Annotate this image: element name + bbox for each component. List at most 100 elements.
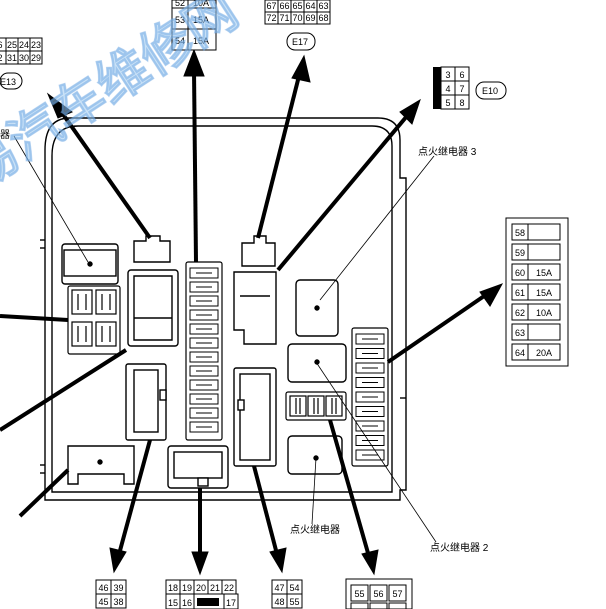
tl-cell: [29, 50, 43, 65]
tr-pin: 66: [279, 1, 289, 11]
bb-pin: 19: [182, 583, 192, 593]
fuse-number: 61: [515, 288, 525, 298]
bb-pin: 18: [168, 583, 178, 593]
tl-pin: 2: [0, 53, 3, 63]
ignition-relay-3: [295, 279, 339, 337]
bd-pin: 57: [392, 589, 402, 599]
label-ignition-relay-3: 点火继电器 3: [418, 145, 477, 158]
e10-pin: 4: [445, 84, 450, 94]
mini-fuse-block-right: [285, 391, 347, 421]
fuse-amp-cell: [527, 263, 561, 281]
fuse-amp-cell: [527, 283, 561, 301]
fuse-number: 64: [515, 348, 525, 358]
bc-pin: 48: [274, 597, 284, 607]
connector-grid-bottom-a: 46 39 45 38: [95, 579, 127, 609]
fuse-num-54: 54: [175, 36, 185, 46]
bd-cell: [369, 584, 388, 602]
small-relay-top-right: [241, 235, 276, 267]
tl-pin: 25: [7, 40, 17, 50]
e10-cell: [454, 94, 470, 110]
fuse-ampere: 15A: [536, 288, 552, 298]
bd-pin: 55: [354, 589, 364, 599]
tl-pin: 30: [19, 53, 29, 63]
fuse-amp-cell: [527, 223, 561, 241]
tr-pin: 65: [292, 1, 302, 11]
tl-pin: 31: [7, 53, 17, 63]
fuse-number: 58: [515, 228, 525, 238]
tr-cell: [316, 11, 331, 25]
e10-pin: 8: [459, 98, 464, 108]
connector-label-e13: E13: [0, 77, 16, 87]
bc-pin: 47: [274, 583, 284, 593]
bb-pin: 22: [224, 583, 234, 593]
connector-grid-bottom-d: 55 56 57: [345, 578, 413, 609]
connector-label-e17: E17: [292, 37, 308, 47]
bc-pin: 54: [289, 583, 299, 593]
bb-pin: 15: [168, 598, 178, 608]
tl-pin: 29: [31, 53, 41, 63]
fuse-strip-center: [185, 261, 223, 441]
tr-pin: 68: [318, 13, 328, 23]
fuse-amp-52: 10A: [193, 0, 209, 8]
connector-center-right: [233, 271, 277, 345]
label-ignition-relay-2: 点火继电器 2: [430, 541, 489, 554]
fuse-num-53: 53: [175, 15, 185, 25]
label-left-cut: 器: [0, 129, 10, 141]
fuse-table-top-center: 52 10A 53 15A 54 15A: [171, 0, 217, 51]
connector-lower-left-1: [125, 363, 167, 441]
bb-pin: 20: [196, 583, 206, 593]
bd-cell: [350, 584, 369, 602]
watermark: 易汽车维修网: [0, 0, 249, 201]
e10-pin: 3: [445, 70, 450, 80]
bd-cell: [369, 602, 388, 609]
fuse-amp-53: 15A: [193, 15, 209, 25]
connector-label-e10: E10: [482, 86, 498, 96]
bd-cell: [388, 602, 407, 609]
e10-pin: 5: [445, 98, 450, 108]
connector-bottom-center: [167, 445, 229, 489]
fuse-number: 59: [515, 248, 525, 258]
connector-lower-center: [233, 367, 277, 467]
fuse-amp-cell: [527, 323, 561, 341]
fuse-number: 63: [515, 328, 525, 338]
ba-pin: 38: [113, 597, 123, 607]
tr-pin: 70: [292, 13, 302, 23]
fuse-ampere: 20A: [536, 348, 552, 358]
tl-pin: 23: [31, 40, 41, 50]
fuse-amp-cell: [527, 243, 561, 261]
fuse-amp-cell: [527, 303, 561, 321]
relay-block-top-left: [61, 243, 119, 285]
connector-center-left: [127, 269, 179, 347]
tr-pin: 72: [266, 13, 276, 23]
ba-pin: 46: [98, 583, 108, 593]
bb-cell: [223, 593, 239, 609]
tl-pin: 24: [19, 40, 29, 50]
e10-pin: 7: [459, 84, 464, 94]
ba-pin: 39: [113, 583, 123, 593]
bd-cell: [350, 602, 369, 609]
fuse-number: 62: [515, 308, 525, 318]
fuse-box-body: [40, 117, 407, 501]
fuse-strip-right: [351, 327, 389, 467]
small-relay-top: [133, 235, 171, 263]
tr-pin: 64: [305, 1, 315, 11]
label-ignition-relay: 点火继电器: [290, 523, 340, 536]
bd-pin: 56: [373, 589, 383, 599]
tr-pin: 67: [266, 1, 276, 11]
tr-pin: 63: [318, 1, 328, 11]
ba-pin: 45: [98, 597, 108, 607]
fuse-ampere: 15A: [536, 268, 552, 278]
mini-fuse-block-left: [67, 285, 121, 355]
relay-bottom-left: [67, 445, 135, 485]
fuse-amp-54: 15A: [193, 36, 209, 46]
bc-cell: [286, 593, 303, 609]
tl-pin: 6: [0, 40, 3, 50]
leader-lines: [13, 135, 437, 543]
bb-pin: 17: [226, 598, 236, 608]
